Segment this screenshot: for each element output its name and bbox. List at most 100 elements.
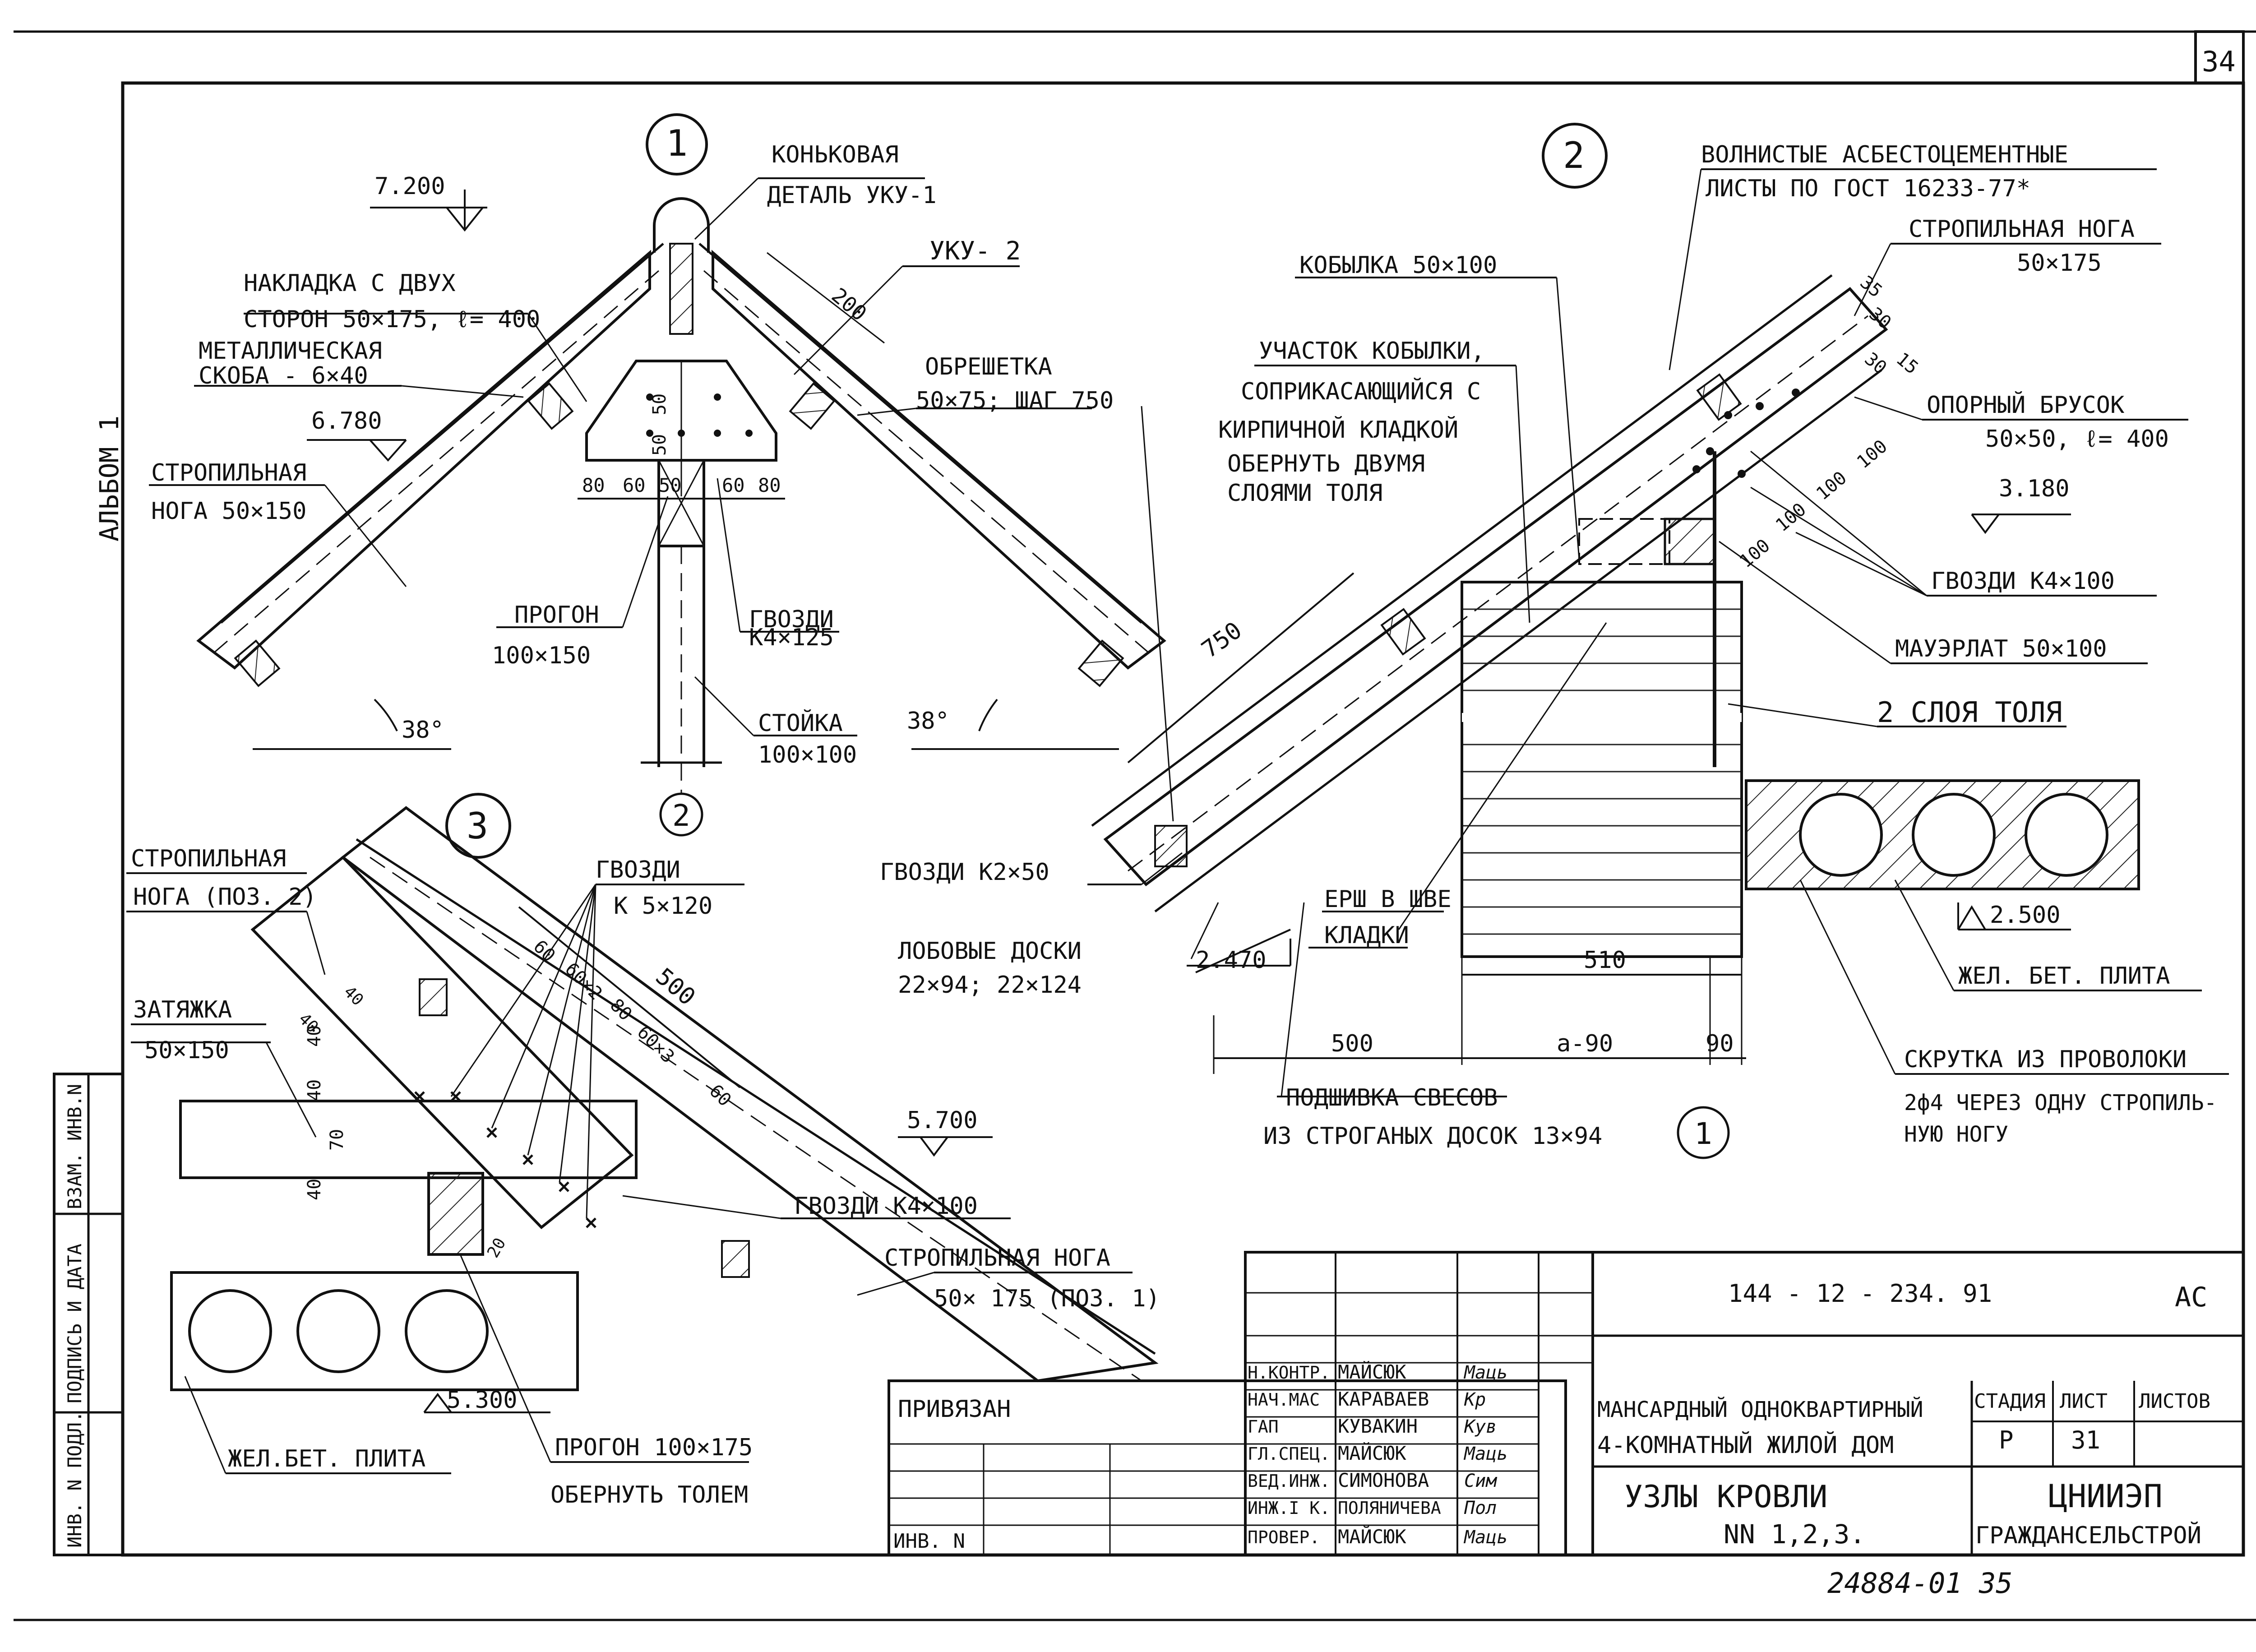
node2-ersh-2: КЛАДКИ — [1324, 922, 1409, 949]
node2-dim-100a: 100 — [1736, 535, 1774, 572]
node3-purlin: ПРОГОН 100×175 — [555, 1434, 753, 1461]
sheet-title-1: УЗЛЫ КРОВЛИ — [1624, 1479, 1827, 1515]
node1-axis: 2 — [672, 798, 690, 833]
node2-sheets-2: ЛИСТЫ ПО ГОСТ 16233-77* — [1706, 175, 2030, 202]
node1-angle-left: 38° — [402, 717, 444, 744]
role-1: Н.КОНТР. — [1248, 1363, 1330, 1383]
col-sheet: ЛИСТ — [2060, 1390, 2108, 1413]
node2-marker: 2 — [1563, 134, 1585, 176]
role-4: ГЛ.СПЕЦ. — [1248, 1444, 1330, 1464]
node1-uku2: УКУ- 2 — [929, 236, 1021, 266]
name-1: МАЙСЮК — [1338, 1360, 1406, 1383]
org-2: ГРАЖДАНСЕЛЬСТРОЙ — [1975, 1522, 2201, 1549]
node3-nails-1: ГВОЗДИ — [596, 856, 680, 884]
node2-dim-30b: 30 — [1861, 348, 1891, 378]
name-7: МАЙСЮК — [1338, 1525, 1406, 1548]
node3-elev-5700: 5.700 — [907, 1107, 978, 1134]
inv-label: ИНВ. N — [893, 1530, 965, 1553]
node2-nails-k4: ГВОЗДИ К4×100 — [1931, 568, 2115, 595]
node2-section-4: ОБЕРНУТЬ ДВУМЯ — [1227, 450, 1425, 477]
side-stamp-sign: ПОДПИСЬ И ДАТА — [64, 1244, 86, 1403]
node3-drawing — [126, 793, 1159, 1474]
node2-drawing — [1087, 123, 2229, 1159]
node2-axis: 1 — [1694, 1116, 1712, 1151]
node2-hem-2: ИЗ СТРОГАНЫХ ДОСОК 13×94 — [1263, 1123, 1602, 1150]
node2-dim-15: 15 — [1892, 348, 1922, 378]
node3-tie-1: ЗАТЯЖКА — [133, 996, 232, 1023]
node2-rafter-2: 50×175 — [2017, 250, 2102, 277]
node3-dim-70: 70 — [327, 1129, 347, 1151]
node3-marker: 3 — [467, 805, 488, 847]
node2-dim-90: 90 — [1706, 1030, 1734, 1057]
node2-dim-35: 35 — [1856, 272, 1886, 301]
node3-nails-2: К 5×120 — [614, 893, 712, 920]
node3-dim-20: 20 — [484, 1235, 509, 1261]
doc-type: АС — [2175, 1282, 2207, 1313]
name-5: СИМОНОВА — [1338, 1469, 1429, 1491]
node2-support-1: ОПОРНЫЙ БРУСОК — [1927, 391, 2125, 419]
node2-dim-30a: 30 — [1865, 303, 1895, 333]
node3-tie-2: 50×150 — [144, 1037, 229, 1064]
name-4: МАЙСЮК — [1338, 1442, 1406, 1464]
node3-nails-k4: ГВОЗДИ К4×100 — [794, 1193, 978, 1220]
project-title-1: МАНСАРДНЫЙ ОДНОКВАРТИРНЫЙ — [1597, 1397, 1923, 1422]
side-stamp-inv: ИНВ. N ПОДЛ. — [64, 1411, 86, 1548]
node2-dim-750: 750 — [1197, 617, 1247, 664]
doc-code: 144 - 12 - 234. 91 — [1728, 1279, 1992, 1308]
node1-purlin-2: 100×150 — [492, 642, 591, 669]
node2-rafter-1: СТРОПИЛЬНАЯ НОГА — [1909, 216, 2135, 243]
node2-section-1: УЧАСТОК КОБЫЛКИ, — [1259, 338, 1485, 365]
node2-mauerlat: МАУЭРЛАТ 50×100 — [1895, 635, 2107, 662]
node1-dim-80a: 80 — [582, 474, 605, 496]
role-7: ПРОВЕР. — [1248, 1527, 1320, 1547]
role-2: НАЧ.МАС — [1248, 1390, 1320, 1410]
node3-slab: ЖЕЛ.БЕТ. ПЛИТА — [228, 1445, 425, 1472]
node2-wire-3: НУЮ НОГУ — [1904, 1122, 2008, 1147]
node1-clamp-1: МЕТАЛЛИЧЕСКАЯ — [199, 338, 382, 365]
role-5: ВЕД.ИНЖ. — [1248, 1471, 1330, 1491]
node3-rafter-1: СТРОПИЛЬНАЯ — [131, 845, 286, 872]
node2-elev-2470: 2.470 — [1196, 947, 1267, 974]
sign-5: Сим — [1464, 1471, 1498, 1491]
node1-dim-50: 50 — [659, 474, 682, 496]
node2-slab: ЖЕЛ. БЕТ. ПЛИТА — [1958, 963, 2170, 990]
node3-dim-40b: 40 — [304, 1179, 325, 1200]
node1-plate-2: СТОРОН 50×175, ℓ= 400 — [244, 306, 540, 333]
node3-dim-40e: 40 — [340, 982, 367, 1009]
node1-drawing — [149, 113, 1166, 837]
node2-nails-k2: ГВОЗДИ К2×50 — [880, 859, 1049, 886]
node2-wire-1: СКРУТКА ИЗ ПРОВОЛОКИ — [1904, 1046, 2187, 1073]
node1-dim-80b: 80 — [758, 474, 781, 496]
node2-tol: 2 СЛОЯ ТОЛЯ — [1877, 696, 2062, 729]
node1-nails-2: К4×125 — [749, 624, 834, 651]
project-title-2: 4-КОМНАТНЫЙ ЖИЛОЙ ДОМ — [1597, 1431, 1894, 1459]
sheet-value: 31 — [2071, 1426, 2100, 1454]
sheet-title-2: NN 1,2,3. — [1724, 1519, 1865, 1550]
node1-elev-mid: 6.780 — [311, 407, 382, 435]
node3-rafter-2: НОГА (ПОЗ. 2) — [133, 884, 317, 911]
footer-code: 24884-01 35 — [1827, 1567, 2013, 1600]
sheet-number: 34 — [2202, 45, 2236, 78]
node2-dim-100d: 100 — [1853, 436, 1891, 473]
node1-lath-1: ОБРЕШЕТКА — [925, 353, 1052, 380]
org-1: ЦНИИЭП — [2048, 1478, 2163, 1515]
node3-dim-40a: 40 — [304, 1079, 325, 1101]
node1-post-2: 100×100 — [758, 741, 857, 768]
node1-elev-top: 7.200 — [374, 173, 445, 200]
node1-ridge-label-1: КОНЬКОВАЯ — [772, 141, 899, 168]
stage-value: Р — [1999, 1426, 2014, 1454]
node2-sheets-1: ВОЛНИСТЫЕ АСБЕСТОЦЕМЕНТНЫЕ — [1701, 141, 2068, 168]
sign-2: Кр — [1464, 1389, 1486, 1410]
node2-ersh-1: ЕРШ В ШВЕ — [1324, 886, 1452, 913]
title-block-frame — [888, 1251, 2245, 1556]
node3-dim-500: 500 — [651, 963, 701, 1011]
sign-3: Кув — [1464, 1416, 1497, 1437]
node3-wrap: ОБЕРНУТЬ ТОЛЕМ — [550, 1481, 748, 1509]
node2-boards-2: 22×94; 22×124 — [898, 972, 1082, 999]
side-stamp-replace: ВЗАМ. ИНВ.N — [64, 1084, 86, 1209]
node2-wire-2: 2ф4 ЧЕРЕЗ ОДНУ СТРОПИЛЬ- — [1904, 1090, 2217, 1115]
node3-dim-60a: 60 — [529, 936, 559, 967]
name-3: КУВАКИН — [1338, 1415, 1418, 1437]
node3-elev-5300: 5.300 — [447, 1387, 518, 1414]
